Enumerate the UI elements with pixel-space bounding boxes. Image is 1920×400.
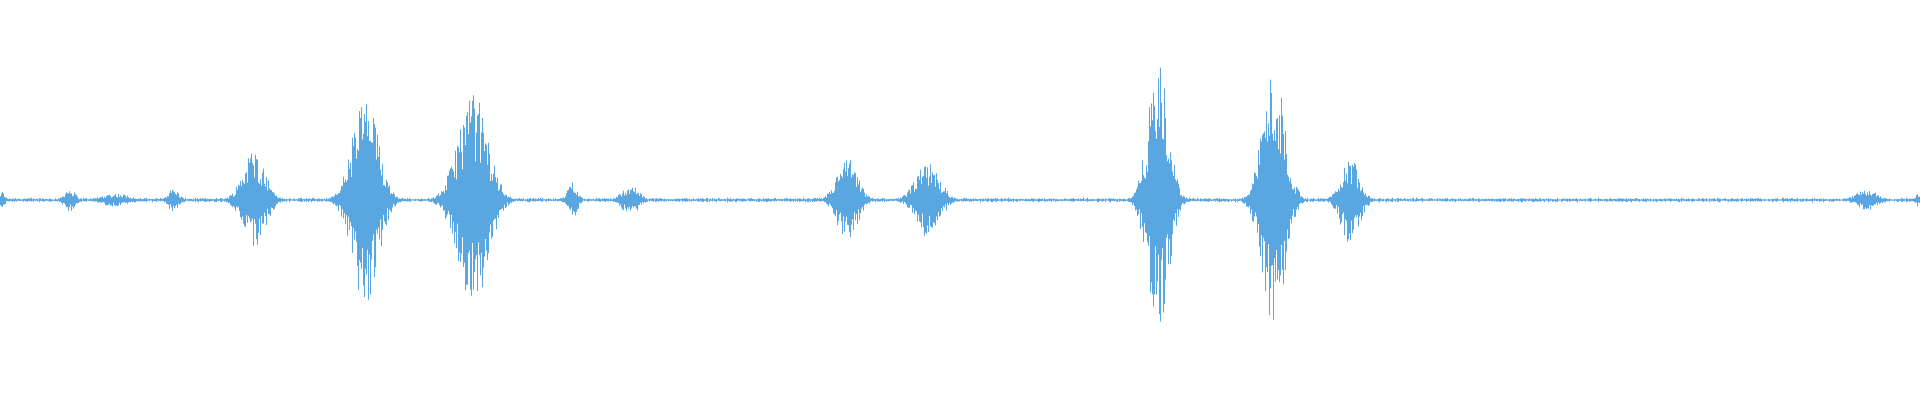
waveform-amplitude [0, 67, 1920, 322]
waveform-samples [0, 67, 1920, 322]
